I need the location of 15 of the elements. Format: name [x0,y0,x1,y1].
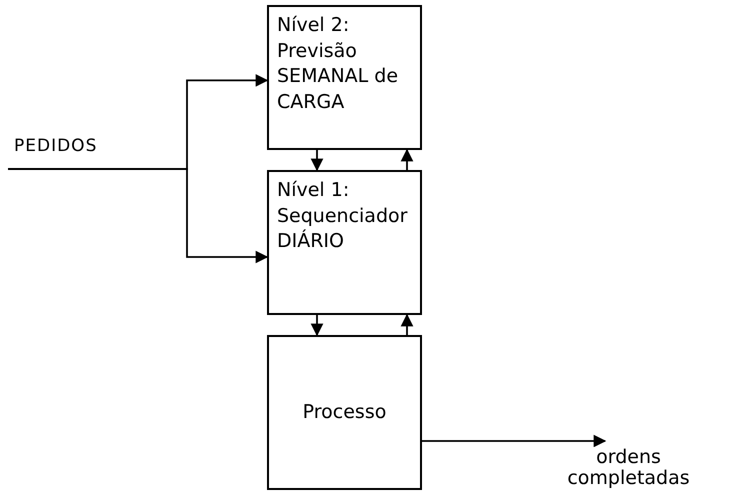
box-text: Previsão SEMANAL de CARGA [277,38,400,115]
box-heading: Nível 2: [277,13,350,38]
arrow [310,150,324,172]
arrow [310,315,324,336]
arrow [400,314,414,335]
box-text: Sequenciador DIÁRIO [277,204,408,254]
arrow [150,168,268,264]
arrow [422,434,606,448]
box-heading: Nível 1: [277,178,350,203]
input-label: PEDIDOS [8,136,150,170]
arrow [400,148,414,170]
box-text: Processo [302,400,386,425]
process-box [267,5,422,150]
process-box [267,335,422,490]
process-box [267,170,422,315]
